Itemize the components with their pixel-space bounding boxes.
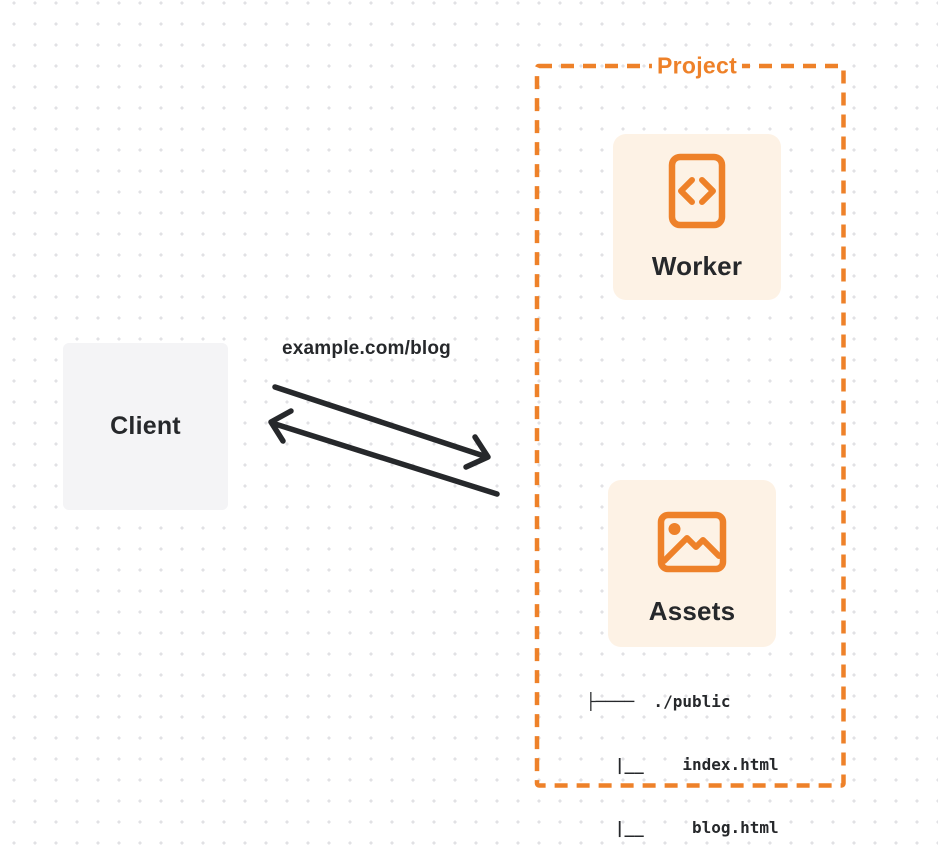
client-node: Client xyxy=(63,343,228,510)
request-url-label: example.com/blog xyxy=(282,338,451,359)
response-arrow-line xyxy=(269,420,500,497)
worker-label: Worker xyxy=(651,251,743,281)
response-arrowhead-icon xyxy=(268,408,294,444)
file-tree-line: |__ index.html xyxy=(586,755,779,774)
request-arrow-line xyxy=(272,384,490,460)
file-tree-line: ├──── ./public xyxy=(586,692,731,711)
assets-node: Assets xyxy=(608,480,776,647)
image-icon xyxy=(657,511,727,573)
file-tree-line: |__ blog.html xyxy=(586,818,779,837)
client-label: Client xyxy=(110,412,181,440)
code-file-icon xyxy=(668,153,726,229)
request-arrowhead-icon xyxy=(463,434,491,470)
assets-file-tree: ├──── ./public |__ index.html |__ blog.h… xyxy=(586,649,779,860)
assets-label: Assets xyxy=(648,596,736,626)
project-label: Project xyxy=(651,52,743,80)
worker-node: Worker xyxy=(613,134,781,300)
